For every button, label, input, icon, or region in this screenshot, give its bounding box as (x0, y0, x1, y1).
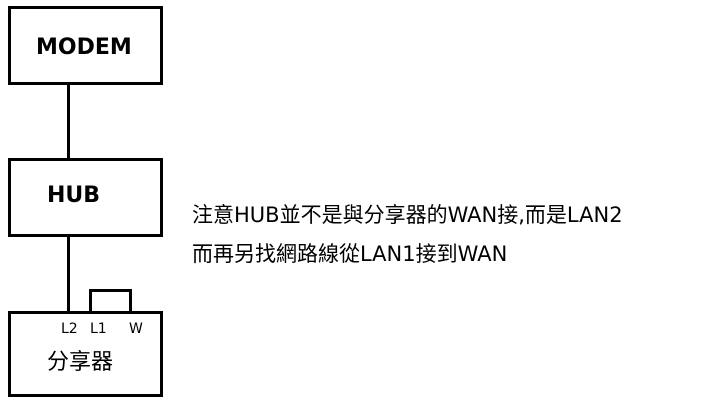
port-l2-label: L2 (61, 321, 78, 337)
port-l1-label: L1 (90, 321, 107, 337)
note-line-1: 注意HUB並不是與分享器的WAN接,而是LAN2 (192, 203, 623, 227)
lan1-to-wan-cable (89, 289, 132, 313)
modem-node: MODEM (8, 6, 163, 85)
note-line-2: 而再另找網路線從LAN1接到WAN (192, 242, 508, 266)
hub-node: HUB (8, 158, 163, 237)
port-w-label: W (129, 321, 143, 337)
hub-router-cable (67, 237, 70, 311)
router-node: L2 L1 W 分享器 (8, 311, 163, 397)
modem-hub-cable (67, 85, 70, 158)
modem-label: MODEM (36, 35, 132, 60)
router-label: 分享器 (47, 350, 114, 375)
hub-label: HUB (47, 183, 101, 208)
